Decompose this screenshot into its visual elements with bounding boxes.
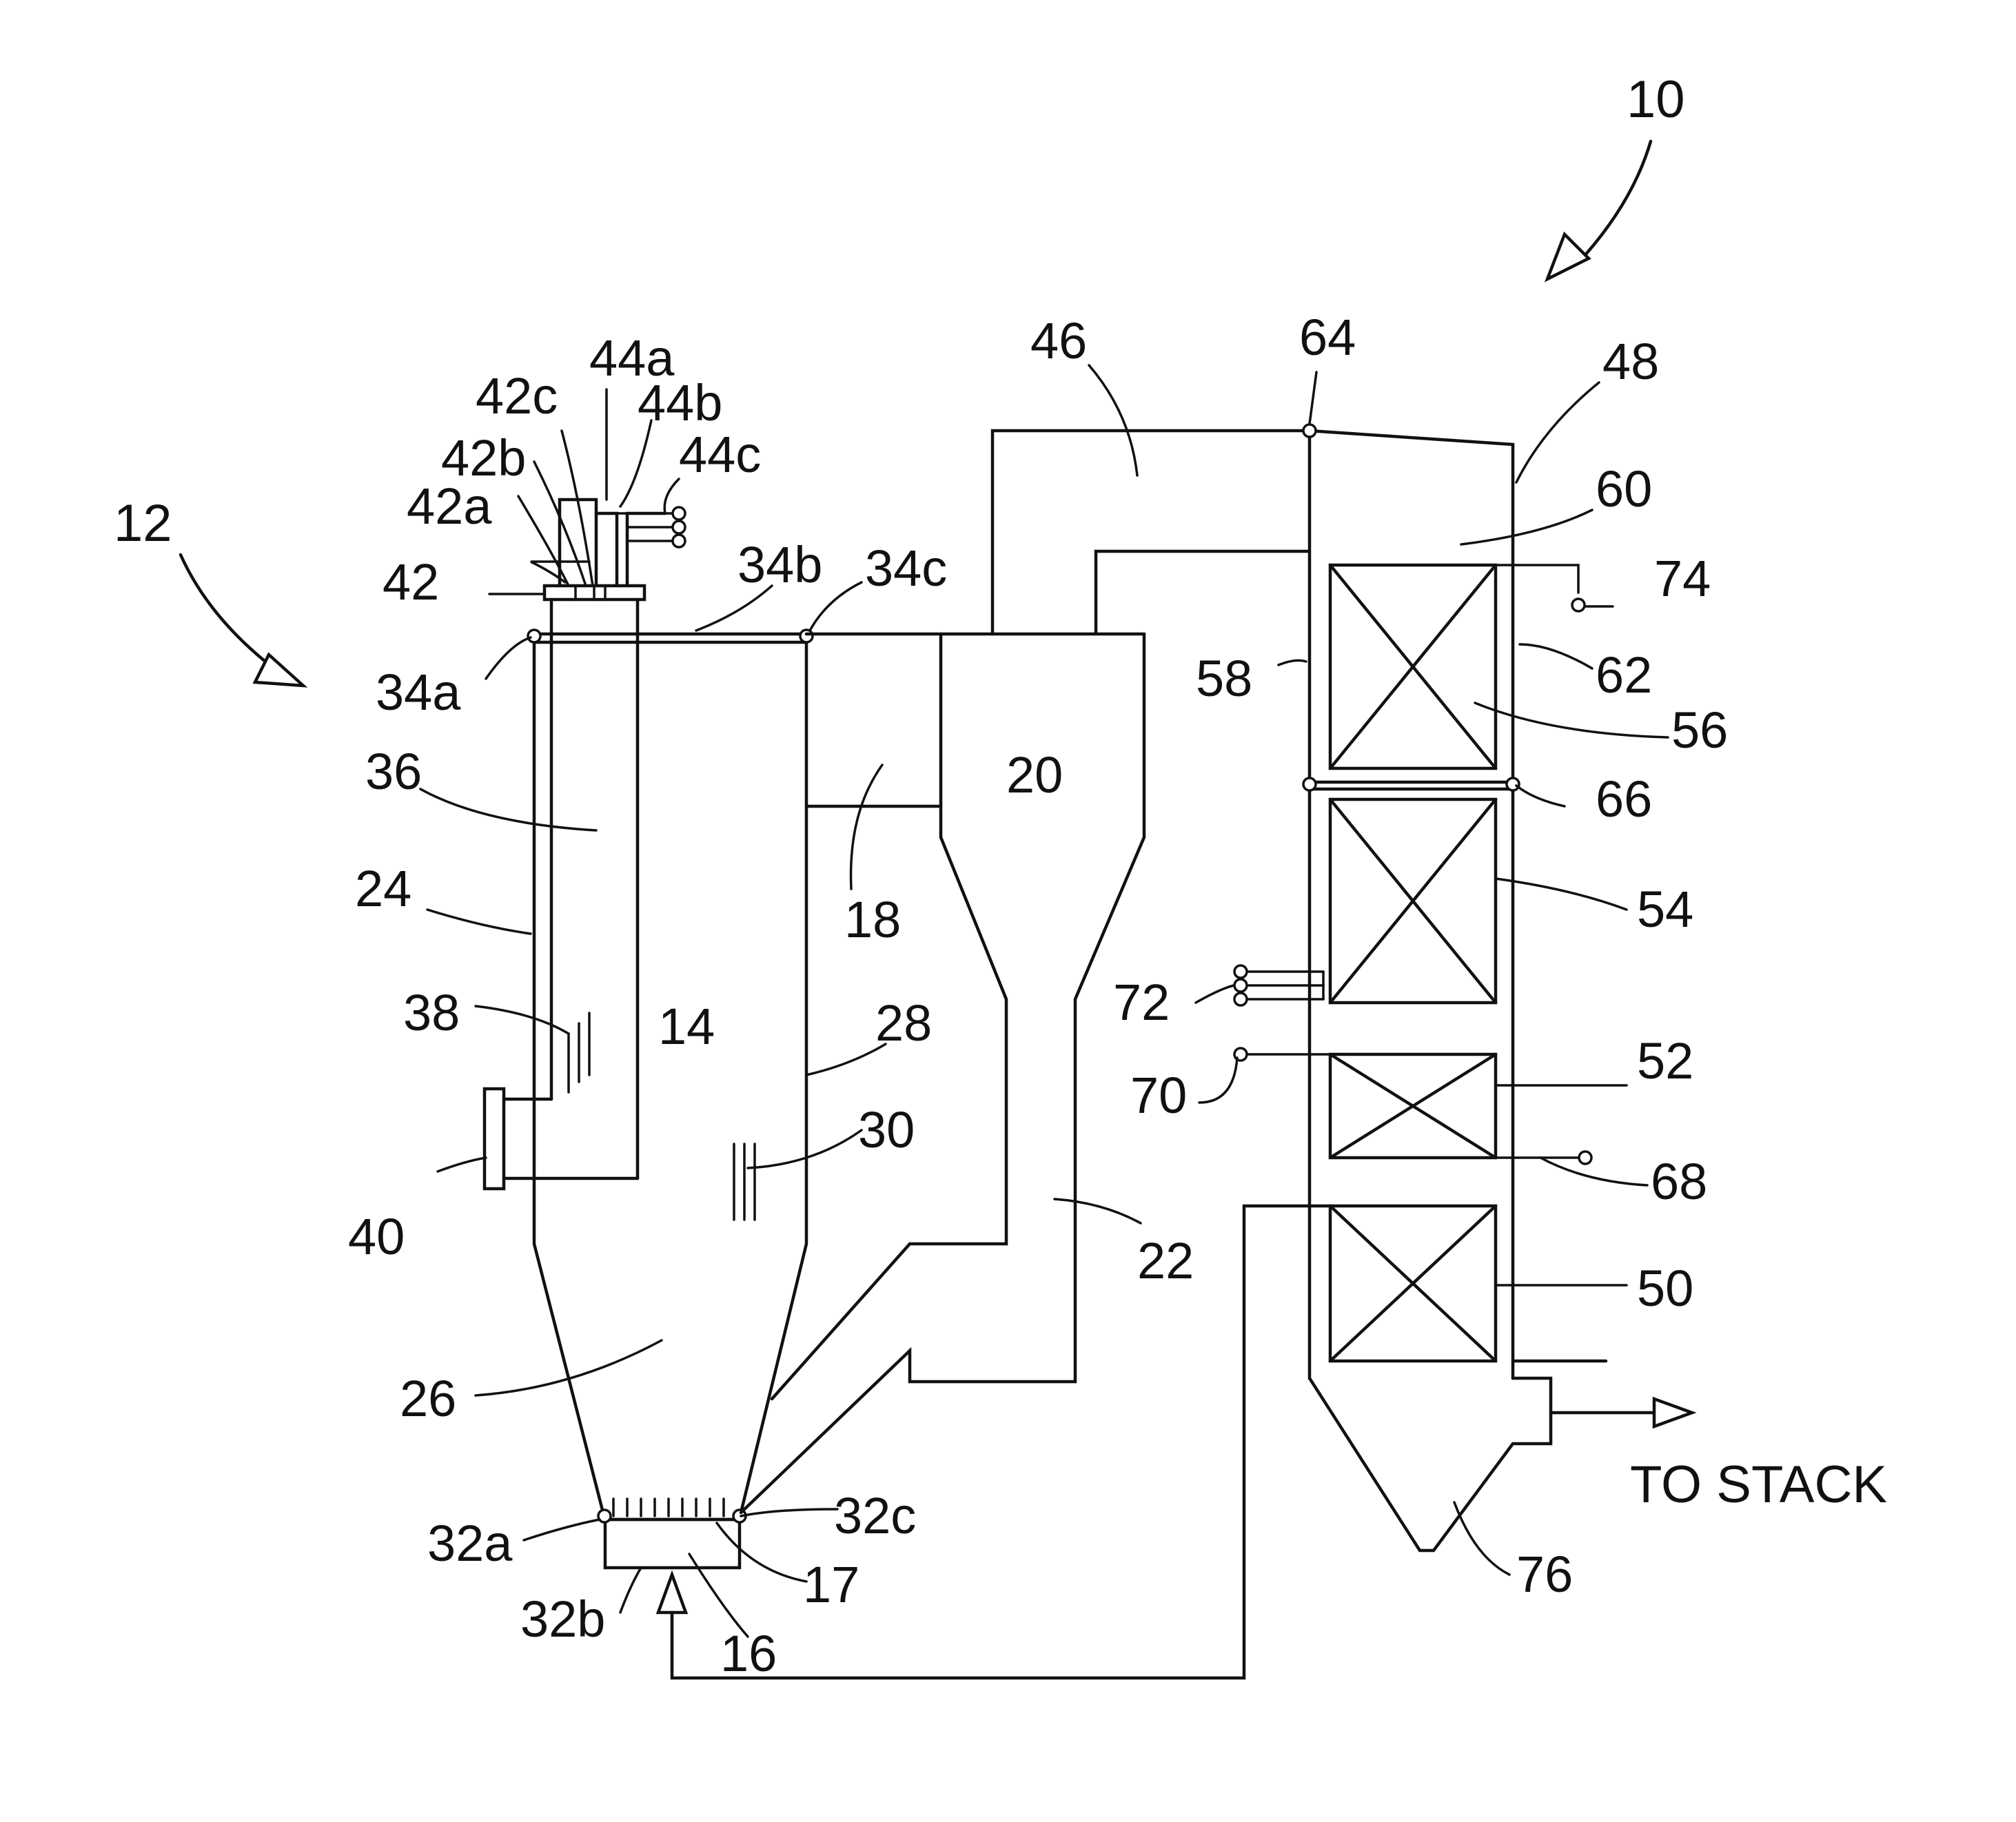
label-64: 64 xyxy=(1299,309,1356,366)
label-14: 14 xyxy=(658,998,715,1055)
label-74: 74 xyxy=(1654,550,1711,607)
leader-lines xyxy=(420,365,1668,1637)
exchanger-56 xyxy=(1330,565,1496,768)
label-56: 56 xyxy=(1671,702,1728,759)
label-22: 22 xyxy=(1137,1232,1194,1289)
label-32b: 32b xyxy=(520,1590,605,1648)
label-72: 72 xyxy=(1113,974,1170,1031)
label-12: 12 xyxy=(114,494,172,553)
label-28: 28 xyxy=(875,994,932,1052)
label-70: 70 xyxy=(1130,1067,1187,1124)
reference-arrow-10 xyxy=(1547,141,1651,279)
backpass-48 xyxy=(658,424,1692,1678)
label-46: 46 xyxy=(1030,312,1087,369)
label-34b: 34b xyxy=(737,536,822,593)
label-62: 62 xyxy=(1596,646,1652,704)
label-44c: 44c xyxy=(679,426,761,483)
label-42: 42 xyxy=(383,553,439,611)
label-76: 76 xyxy=(1516,1546,1573,1603)
label-36: 36 xyxy=(365,743,422,800)
label-42c: 42c xyxy=(476,367,558,424)
label-20: 20 xyxy=(1006,746,1063,803)
label-50: 50 xyxy=(1637,1260,1693,1317)
label-44b: 44b xyxy=(638,374,722,431)
reference-arrow-12 xyxy=(181,555,303,686)
label-66: 66 xyxy=(1596,770,1652,828)
label-24: 24 xyxy=(355,860,411,917)
label-54: 54 xyxy=(1637,881,1693,938)
label-17: 17 xyxy=(803,1556,859,1613)
label-26: 26 xyxy=(400,1370,456,1427)
label-16: 16 xyxy=(720,1625,777,1682)
distributor-nozzles xyxy=(613,1499,724,1516)
to-stack-label: TO STACK xyxy=(1630,1455,1887,1514)
label-60: 60 xyxy=(1596,460,1652,518)
label-40: 40 xyxy=(348,1208,405,1265)
label-48: 48 xyxy=(1602,333,1659,390)
label-34c: 34c xyxy=(865,540,947,597)
label-52: 52 xyxy=(1637,1032,1693,1089)
label-32a: 32a xyxy=(427,1515,513,1572)
label-10: 10 xyxy=(1627,70,1685,129)
label-38: 38 xyxy=(403,984,460,1041)
exchanger-50 xyxy=(1330,1206,1496,1361)
label-30: 30 xyxy=(858,1101,915,1158)
cyclone-20 xyxy=(741,431,1310,1513)
label-58: 58 xyxy=(1196,650,1252,707)
reference-numerals: 10 12 44a 42c 44b 42b 44c 42a 34b 34c 42… xyxy=(114,70,1887,1682)
label-32c: 32c xyxy=(834,1487,916,1544)
exchanger-54 xyxy=(1330,799,1496,1003)
label-18: 18 xyxy=(844,891,901,948)
label-68: 68 xyxy=(1651,1153,1707,1210)
label-34a: 34a xyxy=(376,664,461,721)
vessel-14 xyxy=(485,500,813,1568)
exchanger-52 xyxy=(1330,1054,1496,1158)
label-42a: 42a xyxy=(407,478,492,535)
